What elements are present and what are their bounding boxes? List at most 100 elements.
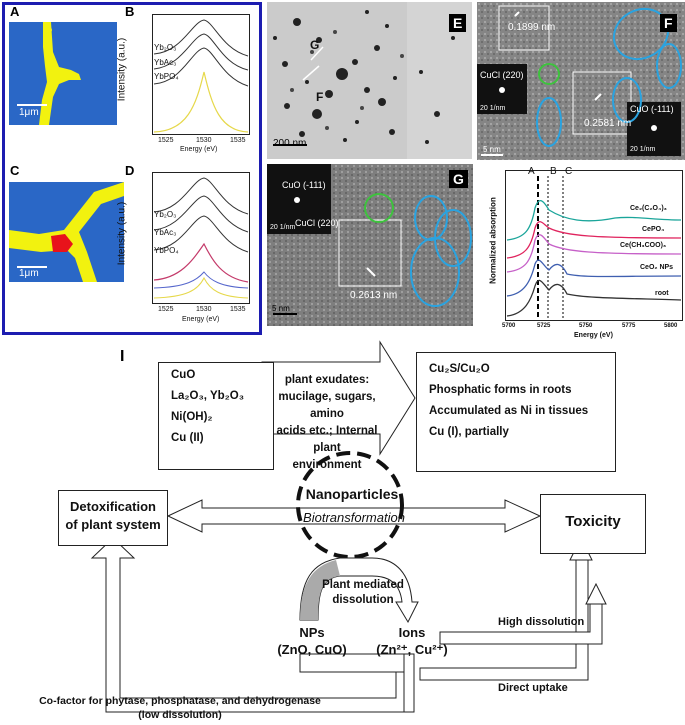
exudate-line-2: acids etc.; Internal plant: [276, 425, 378, 454]
panel-h-marker-b: B: [550, 166, 557, 177]
panel-h-xlabel: Energy (eV): [574, 332, 613, 339]
panel-h-ylabel: Normalized absorption: [488, 197, 498, 284]
panel-b-tick-1: 1530: [196, 137, 212, 144]
panel-g-inset2-label: CuCl (220): [295, 218, 339, 228]
panel-d-curve-label-1: YbAc₃: [154, 228, 177, 237]
toxicity-label: Toxicity: [565, 513, 621, 530]
plant-mediated-line-1: dissolution: [332, 594, 394, 606]
panel-h-spectra: [505, 170, 683, 321]
exudate-line-0: plant exudates:: [284, 374, 370, 386]
panel-f-inset2-label: CuO (-111): [630, 104, 674, 114]
source-np-2: Ni(OH)₂: [171, 411, 213, 423]
plant-mediated-text: Plant mediated dissolution: [318, 578, 408, 608]
panel-frame-abcd: [2, 2, 262, 335]
detox-line-1: of plant system: [65, 517, 161, 532]
transformed-form-1: Phosphatic forms in roots: [429, 384, 572, 396]
panel-h-tick-3: 5775: [622, 323, 636, 329]
panel-h-marker-c: C: [565, 166, 573, 177]
panel-h-tick-2: 5750: [579, 323, 593, 329]
panel-h-tick-0: 5700: [502, 323, 516, 329]
panel-e-scale: 200 nm: [273, 138, 307, 149]
diagram-arrows: [90, 340, 607, 713]
panel-b-xlabel: Energy (eV): [180, 146, 218, 153]
panel-e-point-f: F: [316, 90, 324, 104]
panel-b-curve-label-0: Yb₂O₃: [154, 43, 177, 52]
panel-d-tick-1: 1530: [196, 306, 212, 313]
panel-b-curve-label-1: YbAc₃: [154, 58, 177, 67]
panel-f-scale: 5 nm: [483, 145, 501, 154]
panel-b-curve-label-2: YbPO₄: [154, 72, 179, 81]
transformed-forms-box: Cu₂S/Cu₂O Phosphatic forms in roots Accu…: [416, 352, 616, 472]
panel-h-curve-1: CePO₄: [642, 226, 665, 233]
panel-f-inset2-scale: 20 1/nm: [630, 146, 656, 153]
plant-mediated-line-0: Plant mediated: [322, 579, 404, 591]
exudate-text: plant exudates: mucilage, sugars, amino …: [262, 372, 392, 474]
detoxification-box: Detoxification of plant system: [58, 490, 168, 546]
panel-c-map: 1μm: [9, 182, 124, 282]
panel-h-tick-4: 5800: [664, 323, 678, 329]
panel-a-scale: 1μm: [19, 107, 39, 118]
ions-line-1: (Zn²⁺, Cu²⁺): [376, 642, 448, 657]
panel-f-d1: 0.1899 nm: [508, 22, 556, 33]
source-np-box: CuO La₂O₃, Yb₂O₃ Ni(OH)₂ Cu (II): [158, 362, 274, 470]
panel-b-ylabel: Intensity (a.u.): [116, 37, 128, 102]
panel-d-curve-label-2: YbPO₄: [154, 246, 179, 255]
panel-g-image: [267, 164, 473, 326]
panel-b-tick-2: 1535: [230, 137, 246, 144]
panel-c-scale: 1μm: [19, 268, 39, 279]
direct-uptake-label: Direct uptake: [498, 682, 568, 694]
toxicity-box: Toxicity: [540, 494, 646, 554]
panel-g-d1: 0.2613 nm: [350, 290, 398, 301]
panel-b-tick-0: 1525: [158, 137, 174, 144]
panel-label-c: C: [10, 163, 20, 178]
high-dissolution-label: High dissolution: [498, 616, 585, 628]
panel-d-ylabel: Intensity (a.u.): [116, 201, 128, 266]
panel-g-inset-scale: 20 1/nm: [270, 224, 296, 231]
biotransformation-label: Biotransformation: [303, 510, 405, 525]
nps-label: NPs (ZnO, CuO): [272, 624, 352, 658]
panel-a-map: 1μm: [9, 22, 117, 125]
panel-d-tick-0: 1525: [158, 306, 174, 313]
section-label-i: I: [120, 348, 125, 365]
ions-label: Ions (Zn²⁺, Cu²⁺): [372, 624, 452, 658]
panel-h-tick-1: 5725: [537, 323, 551, 329]
panel-h-curve-0: Ce₂(C₂O₄)₃: [630, 205, 667, 212]
panel-g-scale: 5 nm: [272, 304, 290, 313]
panel-h-curve-4: root: [655, 290, 669, 297]
panel-f-inset1-label: CuCl (220): [480, 70, 524, 80]
source-np-0: CuO: [171, 369, 196, 381]
panel-h-curve-2: Ce(CH₃COO)₃: [620, 242, 667, 249]
transformed-form-3: Cu (I), partially: [429, 426, 509, 438]
panel-label-f: F: [660, 14, 677, 32]
cofactor-text: Co-factor for phytase, phosphatase, and …: [30, 694, 330, 722]
panel-d-curve-label-0: Yb₂O₃: [154, 210, 177, 219]
nanoparticles-label: Nanoparticles: [305, 486, 399, 502]
transformed-form-2: Accumulated as Ni in tissues: [429, 405, 589, 417]
panel-f-image: [477, 2, 685, 160]
panel-h-marker-a: A: [528, 166, 535, 177]
panel-f-d2: 0.2581 nm: [584, 118, 632, 129]
ions-line-0: Ions: [398, 625, 426, 640]
nps-line-0: NPs: [299, 625, 325, 640]
panel-d-xlabel: Energy (eV): [182, 316, 220, 323]
panel-label-d: D: [125, 163, 135, 178]
panel-b-spectra: [152, 14, 250, 135]
panel-h-curve-3: CeO₂ NPs: [640, 264, 674, 271]
transformed-form-0: Cu₂S/Cu₂O: [429, 363, 490, 375]
cofactor-line-1: (low dissolution): [138, 709, 222, 721]
panel-label-a: A: [10, 4, 20, 19]
panel-label-b: B: [125, 4, 135, 19]
panel-label-e: E: [449, 14, 467, 32]
panel-f-inset1-scale: 20 1/nm: [480, 105, 506, 112]
panel-label-g: G: [449, 170, 468, 188]
source-np-1: La₂O₃, Yb₂O₃: [171, 390, 245, 402]
source-np-3: Cu (II): [171, 432, 204, 444]
exudate-line-1: mucilage, sugars, amino: [278, 391, 376, 420]
panel-e-image: [267, 2, 472, 159]
panel-d-spectra: [152, 172, 250, 304]
panel-e-point-g: G: [310, 38, 320, 52]
detox-line-0: Detoxification: [70, 499, 156, 514]
cofactor-line-0: Co-factor for phytase, phosphatase, and …: [39, 695, 321, 707]
nps-line-1: (ZnO, CuO): [277, 642, 347, 657]
panel-g-inset1-label: CuO (-111): [282, 180, 326, 190]
